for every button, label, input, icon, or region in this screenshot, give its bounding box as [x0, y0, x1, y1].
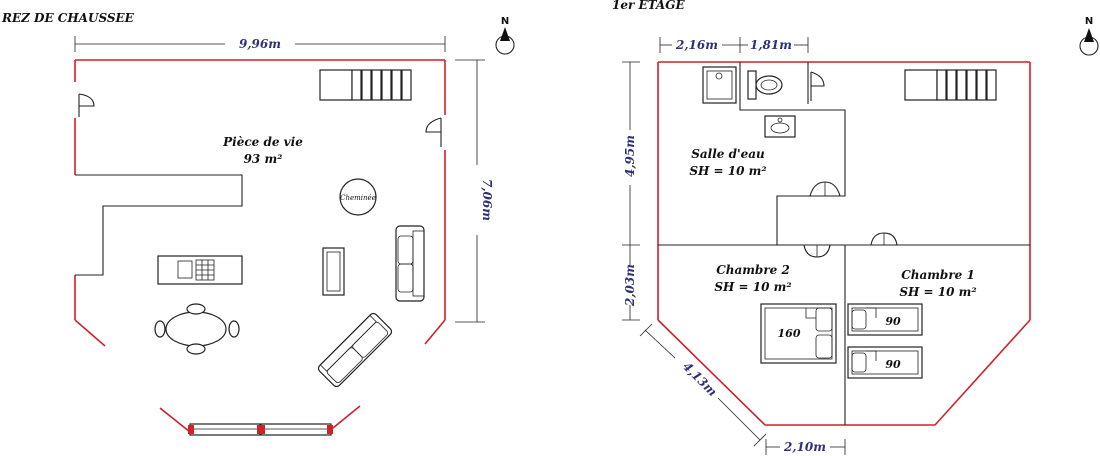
- dining-table: [154, 303, 240, 355]
- first-diagonal-dimension: 4,13m: [639, 323, 767, 447]
- fireplace-label: Cheminée: [340, 194, 376, 202]
- dim-top-right: 1,81m: [750, 38, 792, 52]
- door-bedroom1: [870, 232, 898, 246]
- dim-left-lower: 2,03m: [623, 264, 637, 307]
- fireplace: Cheminée: [339, 178, 377, 216]
- first-left-dimensions: 4,95m 2,03m: [622, 61, 640, 321]
- door-bathroom: [809, 181, 841, 197]
- first-floor-plan: 1er ETAGE 2,16m 1,81m 4,95m 2,03m: [612, 0, 1031, 455]
- bedroom2-name: Chambre 2: [716, 263, 790, 277]
- tv-unit: [322, 247, 345, 296]
- ground-floor-title: REZ DE CHAUSSEE: [1, 11, 135, 25]
- svg-text:N: N: [1085, 16, 1093, 27]
- first-stairs: [904, 69, 997, 101]
- sofa-angled: [317, 312, 393, 388]
- bathroom-area: SH = 10 m²: [689, 164, 766, 178]
- ground-window-right: [425, 117, 442, 147]
- first-top-dimensions: 2,16m 1,81m: [659, 37, 809, 53]
- ground-stairs: [319, 69, 412, 101]
- dim-left-upper: 4,95m: [623, 135, 637, 177]
- kitchen-counter: [75, 174, 243, 276]
- kitchen-island: [157, 255, 243, 285]
- bedroom1-name: Chambre 1: [901, 268, 975, 282]
- double-bed: 160: [760, 303, 837, 364]
- ground-window-left: [78, 93, 95, 117]
- single-bed-2-label: 90: [885, 358, 901, 371]
- dim-diagonal: 4,13m: [680, 359, 720, 399]
- first-walls: [657, 61, 1031, 426]
- dim-bottom: 2,10m: [783, 440, 826, 454]
- first-floor-title: 1er ETAGE: [612, 0, 685, 12]
- living-room-name: Pièce de vie: [222, 135, 303, 149]
- svg-text:N: N: [501, 16, 509, 27]
- ground-width-label: 9,96m: [239, 37, 281, 51]
- window-wc: [810, 71, 825, 101]
- compass-icon: N: [1079, 16, 1099, 56]
- double-bed-label: 160: [778, 327, 801, 340]
- single-bed-2: 90: [847, 346, 923, 379]
- ground-height-dimension: 7,06m: [455, 59, 494, 323]
- dim-top-left: 2,16m: [675, 38, 718, 52]
- living-room-area: 93 m²: [244, 152, 283, 166]
- sofa-right: [395, 225, 425, 302]
- bedroom2-area: SH = 10 m²: [714, 280, 791, 294]
- toilet: [747, 70, 783, 100]
- single-bed-1: 90: [847, 303, 923, 336]
- single-bed-1-label: 90: [885, 315, 901, 328]
- ground-height-label: 7,06m: [480, 179, 494, 221]
- bathroom-name: Salle d'eau: [691, 147, 765, 161]
- compass-icon: N: [495, 16, 515, 55]
- ground-width-dimension: 9,96m: [74, 36, 446, 52]
- first-interior-walls: [658, 62, 1030, 425]
- door-bedroom2: [803, 244, 831, 258]
- first-bottom-dimension: 2,10m: [765, 439, 846, 455]
- bedroom1-area: SH = 10 m²: [899, 285, 976, 299]
- ground-floor-plan: REZ DE CHAUSSEE 9,96m 7,06m: [1, 11, 494, 436]
- shower: [702, 66, 737, 104]
- ground-bay-doors: [188, 423, 333, 436]
- washbasin: [764, 115, 796, 138]
- ground-walls: [74, 59, 446, 433]
